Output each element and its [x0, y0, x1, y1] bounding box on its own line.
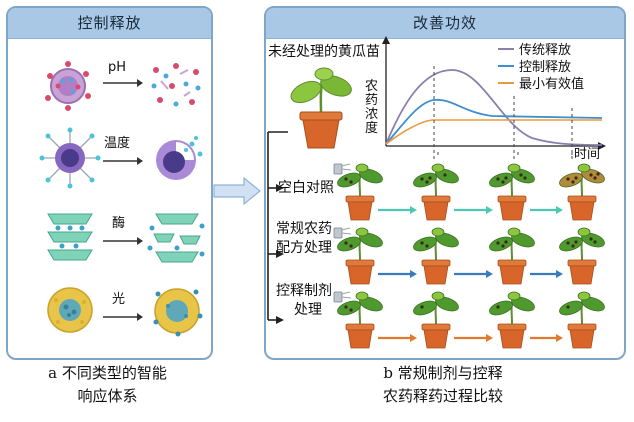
treated-seedling-pot — [559, 291, 605, 349]
progress-arrow — [530, 334, 563, 342]
enzyme-carrier-before — [47, 213, 93, 261]
ph-arrow — [103, 79, 143, 87]
spray-icon — [333, 227, 352, 239]
enzyme-carrier-after — [147, 213, 205, 263]
treated-seedling-pot — [489, 291, 535, 349]
treated-seedling-pot — [559, 227, 605, 285]
spray-icon — [333, 291, 352, 303]
progress-arrow — [530, 206, 563, 214]
ph-nanoparticle-before — [45, 61, 91, 111]
treated-seedling-pot — [413, 227, 459, 285]
x-axis-label: 时间 — [574, 147, 601, 162]
treated-seedling-pot — [489, 163, 535, 221]
progress-arrow — [530, 270, 563, 278]
light-arrow — [103, 313, 143, 321]
release-curve-chart — [382, 36, 606, 162]
enzyme-arrow — [103, 237, 143, 245]
caption-b: b 常规制剂与控释 农药释药过程比较 — [382, 364, 503, 405]
progress-arrow — [378, 206, 417, 214]
progress-arrow — [378, 334, 417, 342]
legend-swatch-minimum — [498, 81, 514, 84]
treatment-bracket — [267, 131, 288, 324]
legend-swatch-controlled — [498, 64, 514, 67]
treatment-pot-grid — [333, 152, 605, 349]
treated-seedling-pot — [559, 163, 605, 221]
legend-item-traditional: 传统释放 — [498, 40, 584, 58]
spray-icon — [333, 163, 352, 175]
progress-arrow — [454, 334, 493, 342]
legend-swatch-traditional — [498, 47, 514, 50]
treated-seedling-pot — [489, 227, 535, 285]
light-nanoparticle-after — [153, 288, 203, 337]
untreated-seedling — [290, 67, 352, 149]
treated-seedling-pot — [337, 291, 383, 349]
treated-seedling-pot — [337, 227, 383, 285]
row-label-blank-control: 空白对照 — [278, 180, 334, 196]
progress-arrow — [378, 270, 417, 278]
legend-item-controlled: 控制释放 — [498, 57, 584, 75]
temperature-micelle-after — [156, 136, 203, 180]
progress-arrow — [454, 270, 493, 278]
treated-seedling-pot — [413, 163, 459, 221]
row-label-conventional: 常规农药 配方处理 — [276, 221, 332, 256]
minimum-effective-curve — [385, 119, 602, 145]
untreated-seedling-label: 未经处理的黄瓜苗 — [268, 44, 380, 60]
panel-transition-arrow — [213, 176, 261, 206]
stimulus-temperature-label: 温度 — [104, 136, 131, 151]
treated-seedling-pot — [413, 291, 459, 349]
stimulus-light-label: 光 — [112, 292, 126, 307]
row-label-controlled: 控释制剂 处理 — [276, 283, 332, 318]
treated-seedling-pot — [337, 163, 383, 221]
y-axis-label: 农 药 浓 度 — [365, 79, 379, 136]
panel-b-title: 改善功效 — [266, 8, 624, 39]
progress-arrow — [454, 206, 493, 214]
temperature-micelle-before — [39, 127, 101, 189]
stimulus-enzyme-label: 酶 — [112, 216, 126, 231]
controlled-release-curve — [385, 98, 603, 145]
panel-a-title: 控制释放 — [8, 8, 211, 39]
panel-smart-response: 控制释放 pH 温度 — [6, 6, 213, 360]
temperature-arrow — [103, 157, 143, 165]
stimulus-ph-label: pH — [108, 60, 127, 75]
light-nanoparticle-before — [47, 287, 93, 333]
chart-legend: 传统释放 控制释放 最小有效值 — [498, 40, 584, 92]
caption-a: a 不同类型的智能 响应体系 — [48, 364, 167, 405]
legend-item-minimum: 最小有效值 — [498, 74, 584, 92]
traditional-release-curve — [385, 69, 603, 146]
ph-nanoparticle-after — [151, 63, 201, 107]
